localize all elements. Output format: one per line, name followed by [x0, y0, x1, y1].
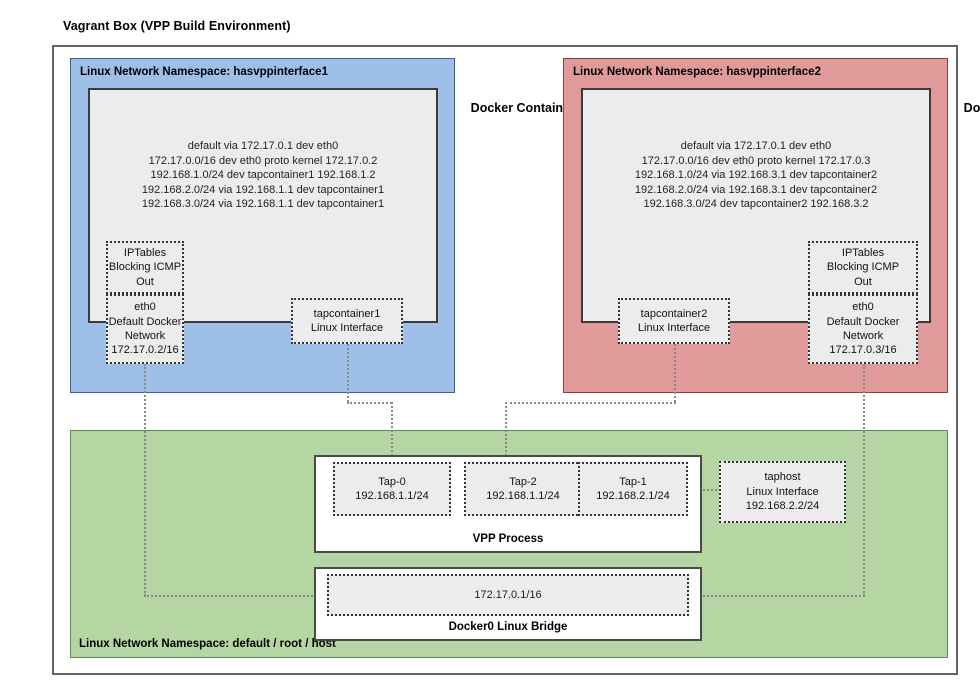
vagrant-box-frame — [52, 45, 958, 675]
routing-table-hasvppinterface1: default via 172.17.0.1 dev eth0 172.17.0… — [88, 139, 438, 212]
docker-container-hasvppinterface2-title: Docker Container: hasvppinterface2 — [963, 101, 980, 115]
route-line: 192.168.2.0/24 via 192.168.3.1 dev tapco… — [634, 183, 878, 196]
iptables-line: IPTables — [123, 246, 167, 259]
tap-address: 192.168.2.1/24 — [596, 490, 670, 502]
routing-table-hasvppinterface2: default via 172.17.0.1 dev eth0 172.17.0… — [581, 139, 931, 212]
namespace-hasvppinterface2-label: Linux Network Namespace: hasvppinterface… — [573, 66, 821, 78]
docker-container-hasvppinterface1 — [88, 88, 438, 323]
tapcontainer1-line: tapcontainer1 — [313, 307, 381, 320]
eth0-line: Default Docker — [826, 315, 900, 328]
eth0-line: eth0 — [852, 301, 874, 314]
eth0-line: Default Docker — [108, 315, 182, 328]
route-line: 192.168.1.0/24 via 192.168.3.1 dev tapco… — [634, 169, 878, 182]
tap-address: 192.168.1.1/24 — [486, 490, 560, 502]
taphost-line: Linux Interface — [746, 485, 819, 498]
tapcontainer2-line: Linux Interface — [637, 322, 711, 334]
route-line: default via 172.17.0.1 dev eth0 — [680, 140, 832, 152]
connector-tapcontainer1-vertical-b — [391, 402, 393, 464]
iptables-block-icmp-left[interactable]: IPTables Blocking ICMP Out — [106, 241, 184, 294]
taphost-line: taphost — [764, 471, 801, 484]
tap-address: 192.168.1.1/24 — [355, 490, 429, 502]
route-line: 172.17.0.0/16 dev eth0 proto kernel 172.… — [148, 154, 378, 167]
route-line: 192.168.2.0/24 via 192.168.1.1 dev tapco… — [141, 183, 385, 196]
iptables-line: IPTables — [841, 246, 885, 259]
connector-tapcontainer1-horizontal — [347, 402, 392, 404]
iptables-line: Blocking ICMP — [826, 261, 900, 274]
interface-eth0-left[interactable]: eth0 Default Docker Network 172.17.0.2/1… — [106, 294, 184, 364]
tap-interface-tap-1[interactable]: Tap-1 192.168.2.1/24 — [578, 462, 688, 516]
route-line: 172.17.0.0/16 dev eth0 proto kernel 172.… — [641, 154, 871, 167]
interface-tapcontainer2[interactable]: tapcontainer2 Linux Interface — [618, 298, 730, 344]
iptables-line: Out — [136, 275, 154, 288]
eth0-line: eth0 — [134, 301, 156, 314]
route-line: 192.168.3.0/24 via 192.168.1.1 dev tapco… — [141, 198, 385, 211]
namespace-hasvppinterface1-label: Linux Network Namespace: hasvppinterface… — [80, 66, 328, 78]
tapcontainer1-line: Linux Interface — [310, 322, 384, 334]
eth0-line: Network — [842, 330, 884, 342]
connector-eth0-right-vertical — [863, 364, 865, 596]
tap-name: Tap-0 — [378, 475, 406, 488]
connector-tapcontainer1-vertical-a — [347, 344, 349, 402]
interface-eth0-right[interactable]: eth0 Default Docker Network 172.17.0.3/1… — [808, 294, 918, 364]
vpp-process-title: VPP Process — [472, 533, 544, 545]
tap-name: Tap-1 — [619, 475, 647, 488]
connector-eth0-left-horizontal — [144, 595, 329, 597]
iptables-block-icmp-right[interactable]: IPTables Blocking ICMP Out — [808, 241, 918, 294]
iptables-line: Blocking ICMP — [108, 261, 182, 274]
tapcontainer2-line: tapcontainer2 — [640, 307, 708, 320]
eth0-line: 172.17.0.3/16 — [829, 344, 897, 357]
interface-taphost[interactable]: taphost Linux Interface 192.168.2.2/24 — [719, 461, 846, 523]
eth0-line: Network — [124, 330, 166, 342]
connector-eth0-right-horizontal — [690, 595, 865, 597]
route-line: default via 172.17.0.1 dev eth0 — [187, 140, 339, 152]
tap-name: Tap-2 — [509, 475, 537, 488]
route-line: 192.168.1.0/24 dev tapcontainer1 192.168… — [150, 169, 376, 182]
docker0-bridge-title: Docker0 Linux Bridge — [448, 621, 568, 633]
namespace-host-label: Linux Network Namespace: default / root … — [79, 638, 336, 650]
taphost-line: 192.168.2.2/24 — [745, 500, 820, 513]
tap-interface-tap-0[interactable]: Tap-0 192.168.1.1/24 — [333, 462, 451, 516]
diagram-title: Vagrant Box (VPP Build Environment) — [63, 19, 291, 33]
connector-tapcontainer2-horizontal — [505, 402, 676, 404]
connector-tap1-taphost — [686, 489, 721, 491]
eth0-line: 172.17.0.2/16 — [111, 344, 179, 357]
connector-eth0-left-vertical — [144, 364, 146, 596]
docker0-bridge-address: 172.17.0.1/16 — [327, 574, 689, 616]
interface-tapcontainer1[interactable]: tapcontainer1 Linux Interface — [291, 298, 403, 344]
route-line: 192.168.3.0/24 dev tapcontainer2 192.168… — [643, 198, 869, 211]
connector-tapcontainer2-vertical-a — [674, 344, 676, 402]
iptables-line: Out — [854, 275, 872, 288]
connector-tapcontainer2-vertical-b — [505, 402, 507, 464]
tap-interface-tap-2[interactable]: Tap-2 192.168.1.1/24 — [464, 462, 582, 516]
